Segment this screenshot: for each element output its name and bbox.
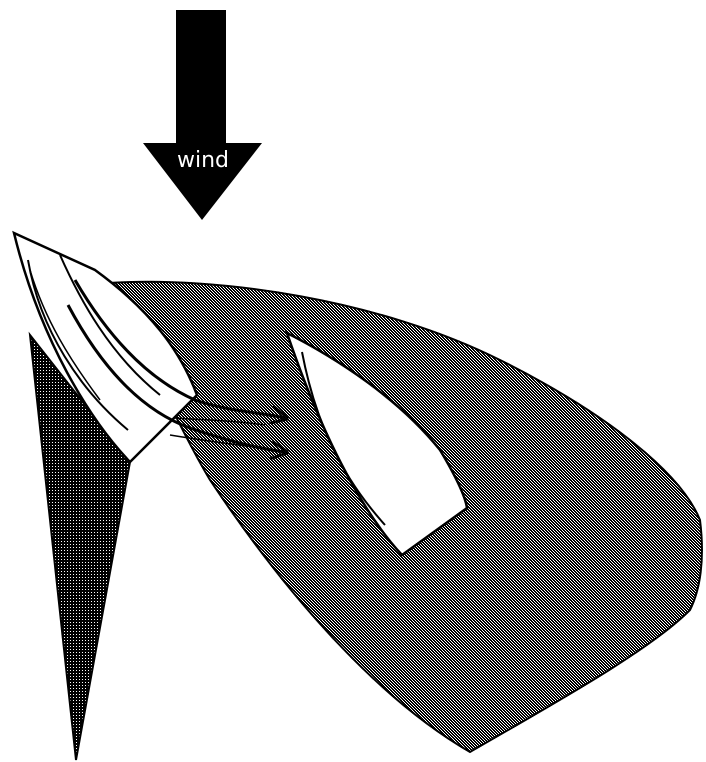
wind-label: wind bbox=[177, 148, 229, 173]
wind-arrow: wind bbox=[143, 10, 262, 220]
